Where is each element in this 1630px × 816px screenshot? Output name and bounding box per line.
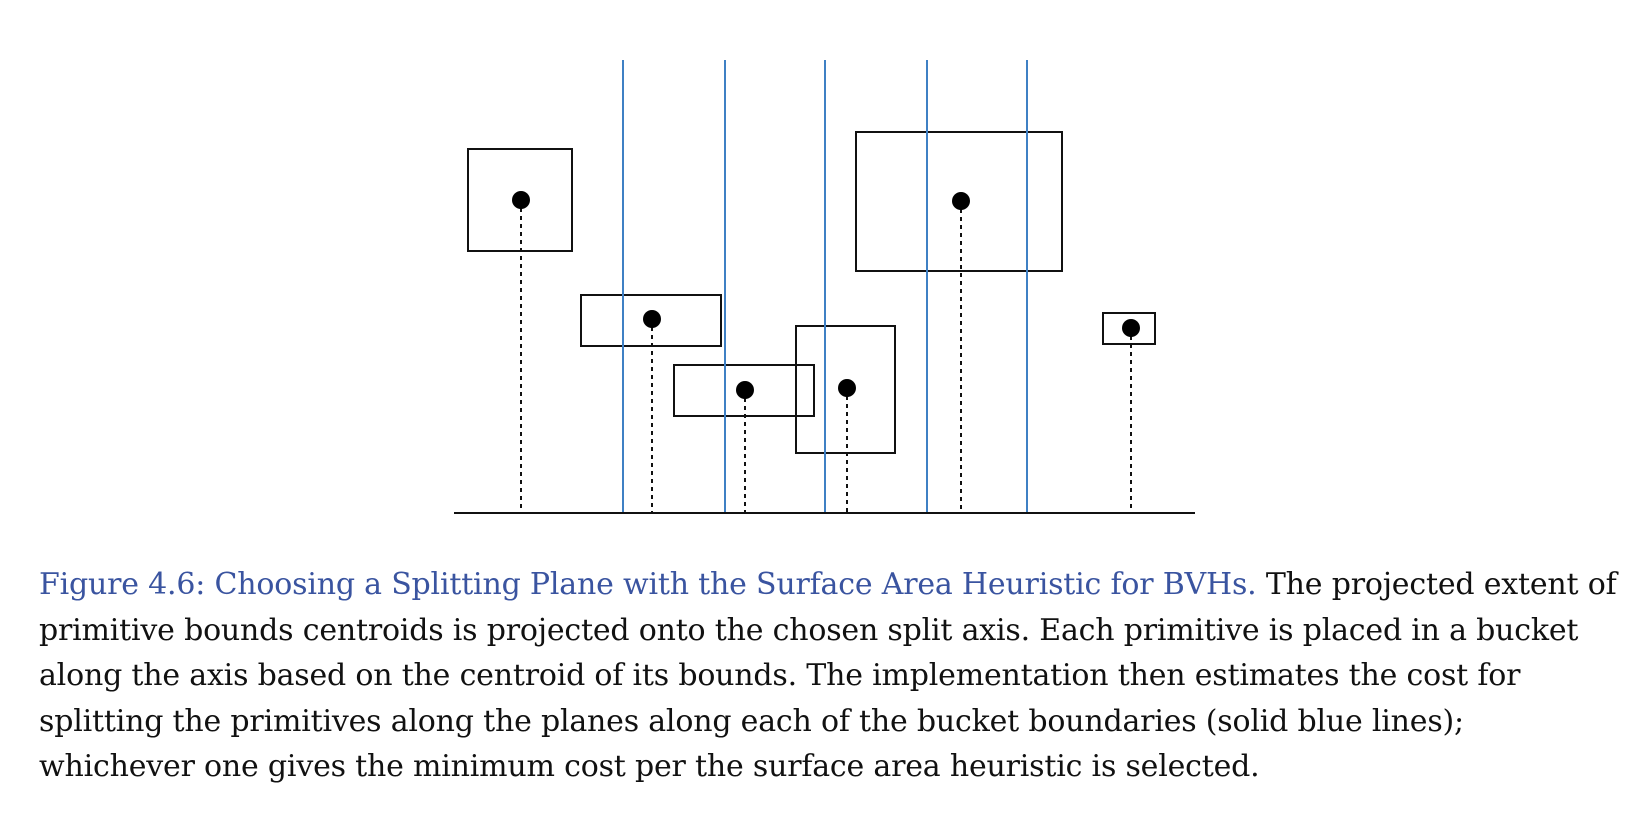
centroids: [512, 191, 1140, 399]
primitive-box-6: [1102, 312, 1156, 345]
centroid-3: [736, 381, 754, 399]
centroid-6: [1122, 319, 1140, 337]
bucket-boundaries: [622, 60, 1028, 513]
figure-caption-body: The projected extent of primitive bounds…: [39, 567, 1617, 784]
primitive-box-5: [855, 131, 1063, 272]
centroid-1: [512, 191, 530, 209]
primitive-box-4: [795, 325, 896, 454]
centroid-2: [643, 310, 661, 328]
sah-bucket-diagram: [454, 60, 1195, 514]
centroid-projections: [520, 200, 1132, 512]
primitive-bounds: [467, 131, 1156, 454]
figure-caption-title: Figure 4.6: Choosing a Splitting Plane w…: [39, 567, 1257, 602]
centroid-4: [838, 379, 856, 397]
centroid-5: [952, 192, 970, 210]
figure-caption: Figure 4.6: Choosing a Splitting Plane w…: [39, 562, 1619, 790]
